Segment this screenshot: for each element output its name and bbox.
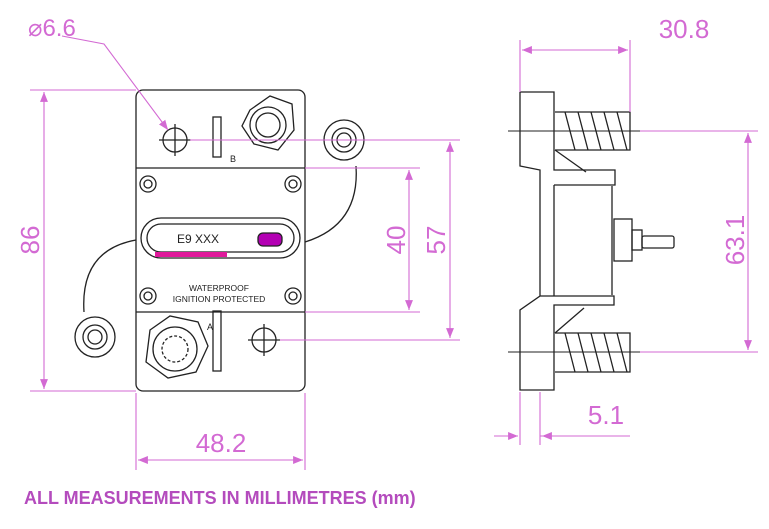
accent-bar <box>155 252 227 257</box>
side-view <box>519 91 675 391</box>
dimension-30-8: 30.8 <box>659 14 710 44</box>
dimension-lines <box>30 35 758 470</box>
waterproof-label: WATERPROOF <box>189 283 249 293</box>
dimension-86: 86 <box>15 226 45 255</box>
thread-top <box>554 111 631 173</box>
terminal-b-letter: B <box>230 154 236 164</box>
dimension-hole-diameter: ⌀6.6 <box>28 15 76 42</box>
dimension-40: 40 <box>381 226 411 255</box>
front-view <box>74 89 365 392</box>
stud-terminal-b <box>241 95 295 151</box>
trip-indicator <box>257 232 283 247</box>
center-lines <box>508 130 640 353</box>
units-footnote: ALL MEASUREMENTS IN MILLIMETRES (mm) <box>24 488 416 508</box>
dimension-5-1: 5.1 <box>588 400 624 430</box>
ignition-protected-label: IGNITION PROTECTED <box>173 294 266 304</box>
ring-terminal-right <box>304 119 365 243</box>
dimension-48-2: 48.2 <box>196 428 247 458</box>
ring-terminal-left <box>74 239 137 358</box>
dimension-63-1: 63.1 <box>720 215 750 266</box>
model-label: E9 XXX <box>177 232 219 246</box>
stud-terminal-a <box>145 315 209 379</box>
terminal-a-letter: A <box>207 322 213 332</box>
corner-screws <box>139 175 302 305</box>
thread-bottom <box>554 307 631 373</box>
dimension-57: 57 <box>421 226 451 255</box>
